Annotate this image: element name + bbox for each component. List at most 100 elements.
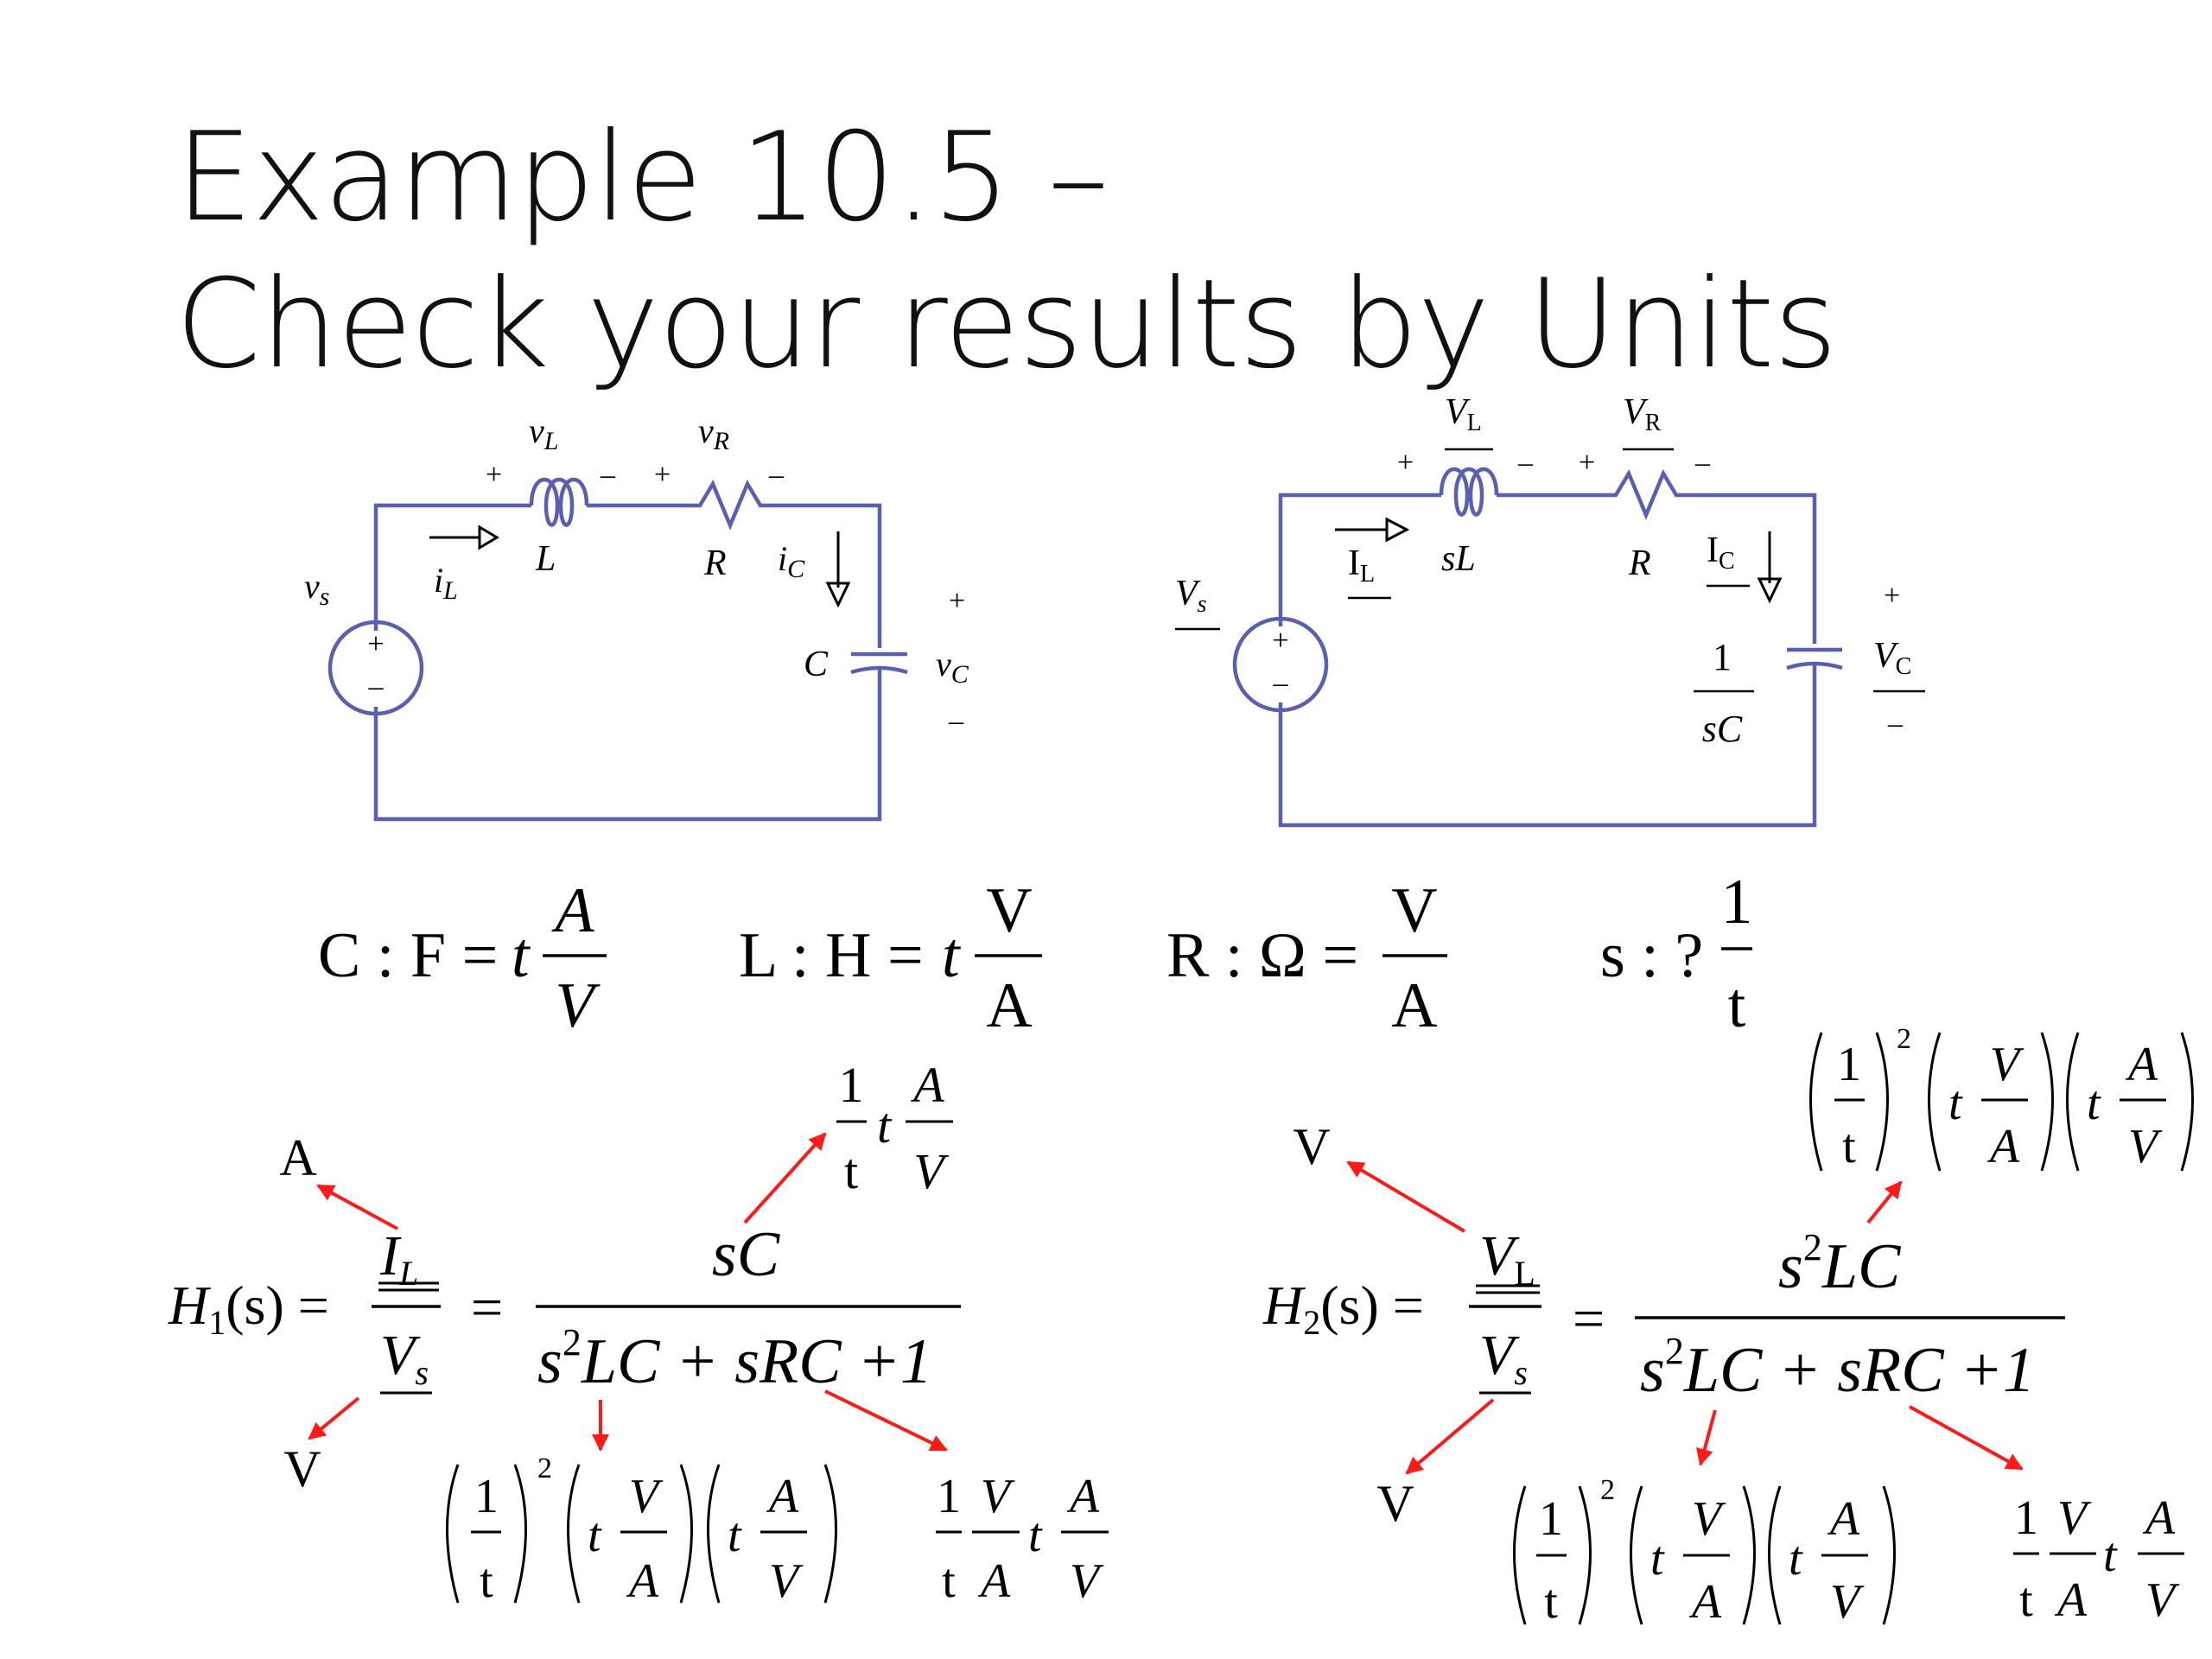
- h1-arrow-to-A: [316, 1184, 398, 1230]
- label-C: C: [804, 645, 829, 684]
- h2-rc-one: 1: [2014, 1491, 2038, 1545]
- h1-rc-ti: t: [1028, 1509, 1043, 1562]
- h1-rhs-den: s2LC + sRC +1: [537, 1321, 932, 1397]
- wire-bottom-s: [1278, 664, 1817, 828]
- h1-lc-paren-r1: [513, 1464, 527, 1604]
- h1-rc-A: A: [977, 1554, 1011, 1608]
- h1-rc-V2: V: [1070, 1554, 1104, 1608]
- VL-minus: –: [1517, 447, 1534, 479]
- h2-top-paren-l2: [1928, 1032, 1942, 1172]
- h2-lc-paren-r3: [1882, 1485, 1896, 1625]
- h1-lc-ti2: t: [728, 1509, 742, 1562]
- h1-lc-paren-l1: [446, 1464, 460, 1604]
- h1-rc-V: V: [981, 1470, 1015, 1523]
- h1-arrow-to-sC-units: [743, 1132, 827, 1224]
- unit-R-label: R : Ω =: [1166, 920, 1358, 991]
- h1-unit-A: A: [279, 1129, 316, 1186]
- h1-unit-V: V: [283, 1440, 321, 1497]
- source-plus: +: [367, 628, 384, 660]
- source-minus: –: [368, 671, 385, 702]
- h2-top-V2: V: [2128, 1120, 2163, 1173]
- circuit-s-domain: + – VL VR + – + – IL sL R IC 1 sC + VC: [1175, 392, 1925, 828]
- h2-top-units: 1 t 2 t V A t A V: [1809, 1023, 2194, 1173]
- h1-sc-tden: t: [844, 1143, 858, 1199]
- unit-R-num: V: [1391, 875, 1437, 946]
- unit-L-num: V: [986, 875, 1032, 946]
- vL-minus: –: [600, 459, 616, 491]
- unit-C-num: A: [550, 875, 594, 946]
- wire-left-top-s: [1278, 493, 1441, 626]
- vL-plus: +: [486, 459, 502, 491]
- h1-sRC-units: 1 t V A t A V: [936, 1470, 1109, 1608]
- label-VC: VC: [1873, 636, 1911, 680]
- wire-bottom: [373, 668, 882, 822]
- h2-rc-t: t: [2019, 1573, 2033, 1627]
- h2-lc-ti: t: [1650, 1532, 1665, 1586]
- h2-rc-A: A: [2054, 1573, 2088, 1627]
- h2-top-A: A: [1986, 1120, 2020, 1173]
- h1-lc-one: 1: [474, 1470, 499, 1523]
- h1-lc-paren-l3: [707, 1464, 721, 1604]
- IC-arrow-head: [1757, 577, 1783, 604]
- label-R: R: [703, 543, 727, 583]
- h2-rc-A2: A: [2142, 1491, 2176, 1545]
- unit-definitions: C : F = t A V L : H = t V A R : Ω = V A …: [318, 867, 1753, 1041]
- source-plus-s: +: [1272, 625, 1288, 657]
- h2-lc-paren-l1: [1513, 1485, 1527, 1625]
- VR-plus: +: [1579, 447, 1595, 479]
- h2-lc-paren-r2: [1742, 1485, 1756, 1625]
- h2-arrow-to-top-units: [1866, 1180, 1903, 1224]
- h2-lc-paren-l3: [1768, 1485, 1782, 1625]
- h2-lc-A: A: [1688, 1575, 1722, 1629]
- VC-plus: +: [1884, 580, 1900, 612]
- transfer-function-h1: H1(s) = IL Vs = sC s2LC + sRC +1 A V 1 t…: [168, 1057, 1109, 1608]
- label-L: L: [535, 539, 556, 579]
- h1-lc-t: t: [480, 1554, 493, 1608]
- VC-minus: –: [1887, 708, 1904, 740]
- unit-C-label: C : F =: [318, 920, 498, 991]
- h1-IL-underline: [378, 1281, 439, 1292]
- h1-lc-ti: t: [588, 1509, 602, 1562]
- unit-L-label: L : H =: [739, 920, 924, 991]
- h1-lc-A2: A: [766, 1470, 799, 1523]
- vC-plus: +: [949, 585, 965, 617]
- h1-lc-exp: 2: [537, 1452, 552, 1484]
- unit-L-t: t: [942, 920, 962, 991]
- h1-lc-A: A: [626, 1554, 659, 1608]
- h2-lc-one: 1: [1539, 1492, 1563, 1546]
- cap-impedance-denominator: sC: [1702, 708, 1743, 750]
- h2-top-t: t: [1842, 1120, 1856, 1173]
- h2-eq: =: [1573, 1287, 1605, 1351]
- label-vL: vL: [529, 411, 558, 455]
- h1-lc-V2: V: [769, 1554, 804, 1608]
- h1-arrow-to-sRC-units: [824, 1389, 948, 1452]
- circuit-time-domain: + – vL vR + – + – iL L R iC C + vC – vs: [304, 411, 969, 822]
- h2-top-A2: A: [2125, 1038, 2158, 1091]
- inductor-coil-s: [1439, 467, 1499, 517]
- vR-minus: –: [768, 459, 785, 491]
- h1-rhs-num: sC: [712, 1219, 781, 1290]
- h2-lc-exp: 2: [1600, 1474, 1615, 1506]
- h2-sRC-units: 1 t V A t A V: [2013, 1491, 2184, 1627]
- voltage-source-circle: [327, 620, 424, 716]
- voltage-source-circle-s: [1232, 616, 1329, 713]
- h1-rc-t: t: [942, 1554, 956, 1608]
- h2-lc-V2: V: [1830, 1575, 1865, 1629]
- h1-sc-t: t: [877, 1097, 893, 1154]
- inductor-coil: [529, 477, 589, 527]
- unit-s-den: t: [1728, 970, 1746, 1041]
- h2-top-paren-r3: [2180, 1032, 2194, 1172]
- source-minus-s: –: [1273, 667, 1289, 699]
- h2-s2LC-units: 1 t 2 t V A t A V: [1513, 1474, 1896, 1629]
- iC-arrow-head: [825, 582, 851, 608]
- label-sL: sL: [1441, 539, 1476, 579]
- h2-lc-t: t: [1544, 1575, 1558, 1629]
- resistor-zigzag: [587, 480, 882, 648]
- h2-H: H2(s) =: [1262, 1274, 1424, 1342]
- h1-lc-paren-l2: [567, 1464, 581, 1604]
- IL-arrow-head: [1385, 517, 1410, 543]
- VR-minus: –: [1694, 447, 1711, 479]
- unit-C-t: t: [512, 920, 531, 991]
